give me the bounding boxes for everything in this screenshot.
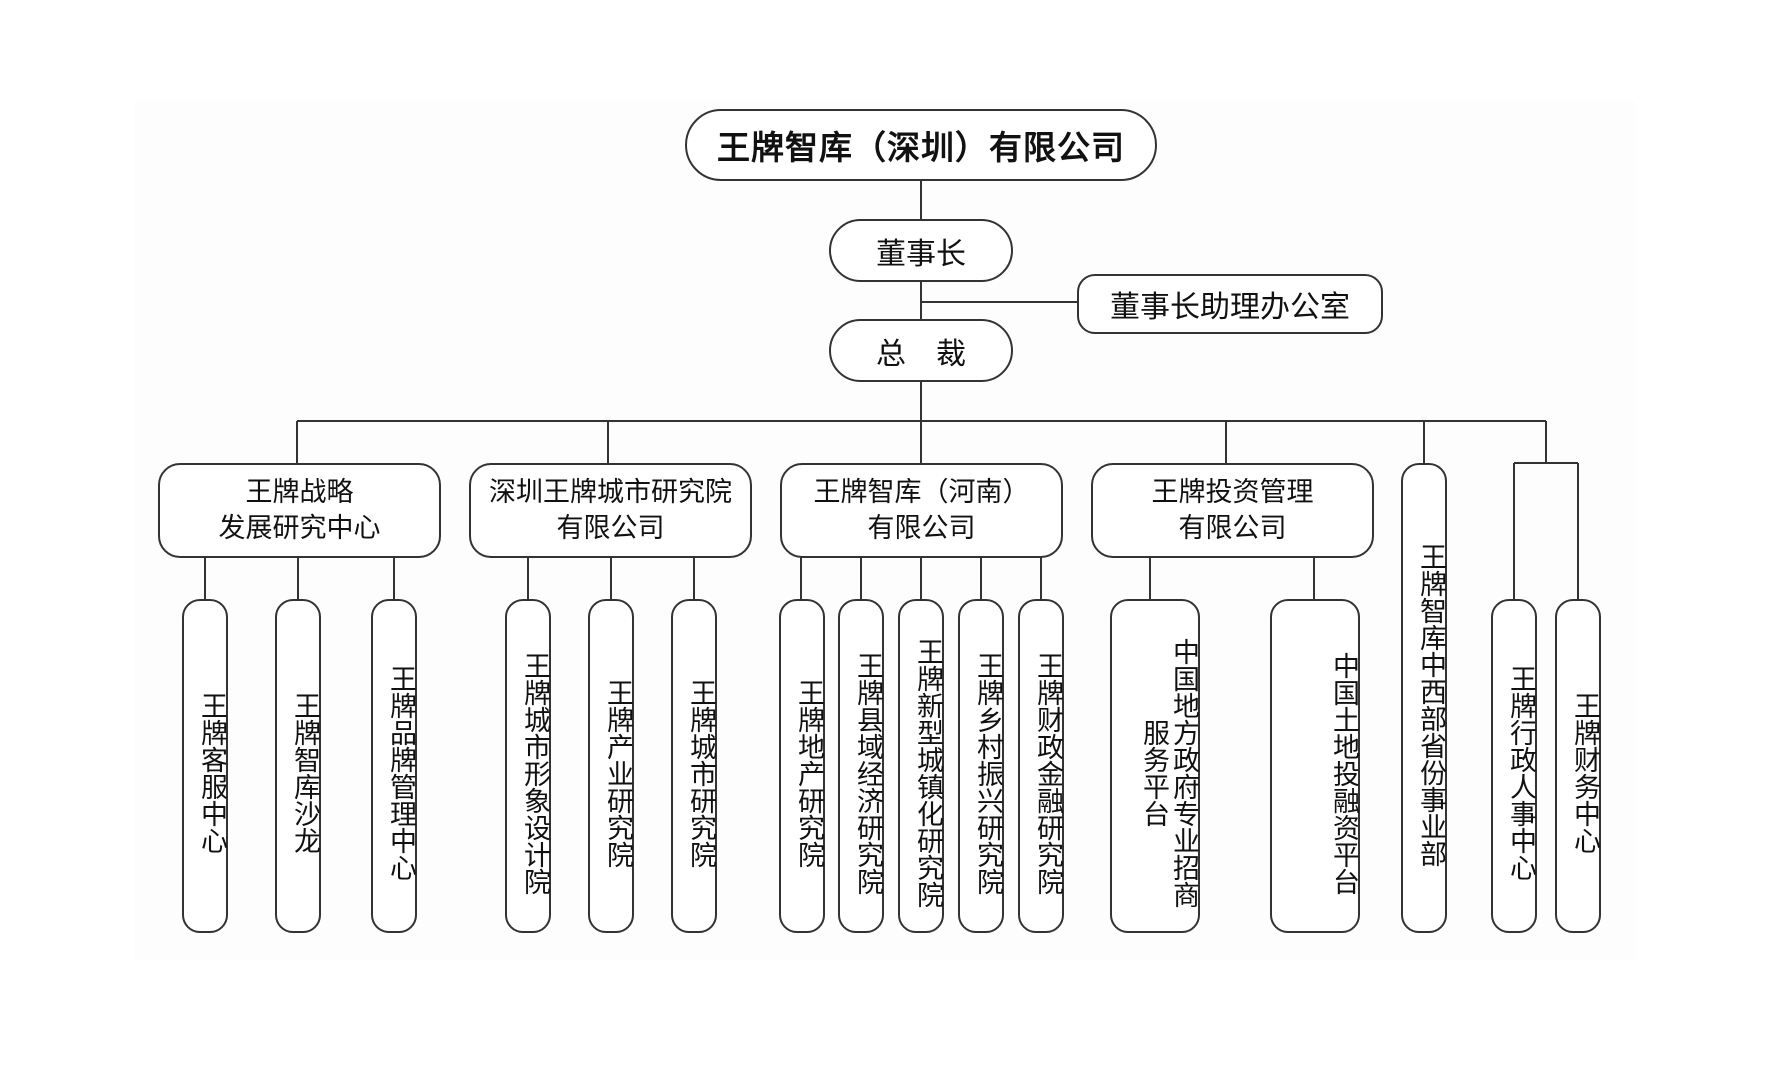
company-name: 王牌智库（深圳）有限公司 (717, 128, 1125, 167)
unit-rural-revitalization: 王牌乡村振兴研究院 (958, 599, 1004, 933)
unit-label: 王牌行政人事中心 (1505, 665, 1536, 881)
unit-label: 王牌城市研究院 (685, 678, 716, 868)
unit-investment-promotion-platform: 中国地方政府专业招商服务平台 (1110, 599, 1200, 933)
division-strategy-name: 王牌战略 发展研究中心 (218, 476, 381, 544)
unit-label: 王牌客服中心 (196, 692, 227, 854)
division-henan: 王牌智库（河南） 有限公司 (780, 463, 1063, 558)
division-shenzhen-institute-name: 深圳王牌城市研究院 有限公司 (489, 476, 732, 544)
unit-brand-management: 王牌品牌管理中心 (371, 599, 417, 933)
division-strategy: 王牌战略 发展研究中心 (158, 463, 441, 558)
unit-label: 王牌品牌管理中心 (385, 665, 416, 881)
unit-label: 王牌县域经济研究院 (852, 651, 883, 895)
division-investment-name: 王牌投资管理 有限公司 (1151, 476, 1314, 544)
unit-admin-hr: 王牌行政人事中心 (1491, 599, 1537, 933)
chairman-office-label: 董事长助理办公室 (1110, 290, 1350, 325)
chairman-box: 董事长 (829, 219, 1013, 282)
unit-label: 王牌智库沙龙 (289, 692, 320, 854)
president-box: 总 裁 (829, 319, 1013, 382)
chairman-label: 董事长 (876, 236, 966, 272)
division-shenzhen-institute: 深圳王牌城市研究院 有限公司 (469, 463, 752, 558)
division-investment: 王牌投资管理 有限公司 (1091, 463, 1374, 558)
unit-finance: 王牌财务中心 (1555, 599, 1601, 933)
unit-think-tank-salon: 王牌智库沙龙 (275, 599, 321, 933)
chairman-office-box: 董事长助理办公室 (1077, 274, 1383, 334)
unit-label: 王牌产业研究院 (602, 678, 633, 868)
unit-label: 王牌地产研究院 (793, 678, 824, 868)
president-label: 总 裁 (876, 336, 966, 372)
unit-county-economy: 王牌县域经济研究院 (838, 599, 884, 933)
unit-label: 王牌财务中心 (1569, 692, 1600, 854)
division-henan-name: 王牌智库（河南） 有限公司 (813, 476, 1030, 544)
unit-label: 王牌乡村振兴研究院 (972, 651, 1003, 895)
unit-customer-service: 王牌客服中心 (182, 599, 228, 933)
unit-label: 王牌财政金融研究院 (1032, 651, 1063, 895)
unit-urbanization: 王牌新型城镇化研究院 (898, 599, 944, 933)
unit-label: 王牌城市形象设计院 (519, 651, 550, 895)
midwest-department-name: 王牌智库中西部省份事业部 (1415, 543, 1446, 867)
unit-label: 王牌新型城镇化研究院 (912, 638, 943, 908)
unit-real-estate: 王牌地产研究院 (779, 599, 825, 933)
unit-city-image-design: 王牌城市形象设计院 (505, 599, 551, 933)
unit-city-research: 王牌城市研究院 (671, 599, 717, 933)
unit-land-financing-platform: 中国土地投融资平台 (1270, 599, 1360, 933)
unit-industry-research: 王牌产业研究院 (588, 599, 634, 933)
unit-fiscal-finance: 王牌财政金融研究院 (1018, 599, 1064, 933)
company-box: 王牌智库（深圳）有限公司 (685, 109, 1157, 181)
unit-label: 中国地方政府专业招商服务平台 (1138, 638, 1199, 908)
unit-label: 中国土地投融资平台 (1328, 651, 1359, 895)
midwest-department: 王牌智库中西部省份事业部 (1401, 463, 1447, 933)
